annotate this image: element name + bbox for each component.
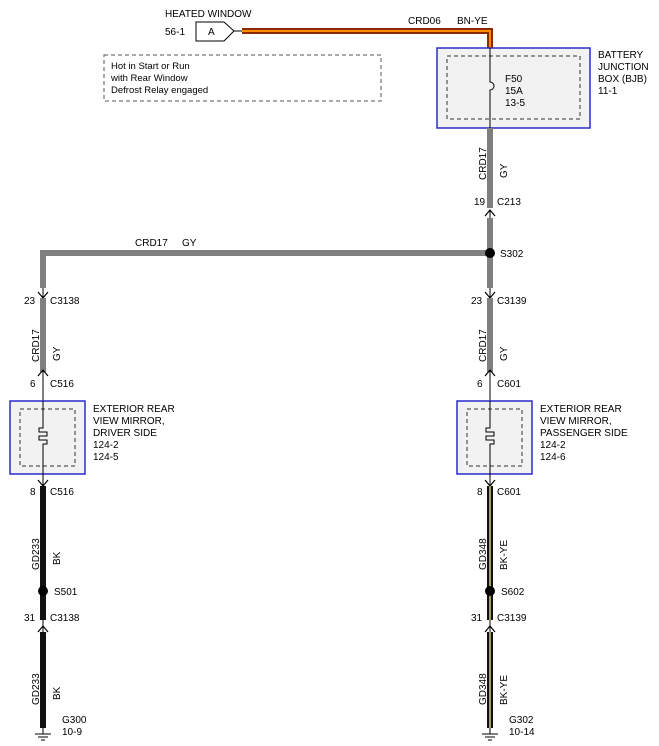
right-mirror-ref-1: 124-2 (540, 440, 566, 451)
left-mirror-title-1: EXTERIOR REAR (93, 404, 175, 415)
left-c516-out-symbol (37, 474, 49, 487)
wire-crd17-main-circuit: CRD17 (478, 147, 489, 180)
left-ground-name: G300 (62, 715, 87, 726)
left-wire2-circuit: GD233 (31, 538, 42, 570)
right-wire3-color: BK-YE (499, 675, 510, 705)
left-mirror-ref-2: 124-5 (93, 452, 119, 463)
wire-crd06-circuit: CRD06 (408, 16, 441, 27)
left-wire1-circuit: CRD17 (31, 329, 42, 362)
left-wire3-circuit: GD233 (31, 673, 42, 705)
left-c3138-top-name: C3138 (50, 296, 80, 307)
left-c516-in-pin: 6 (30, 379, 36, 390)
left-mirror-box (9, 400, 86, 475)
fuse-name: F50 (505, 74, 523, 85)
note-line-3: Defrost Relay engaged (111, 85, 208, 96)
right-heater-element-icon (485, 401, 495, 474)
left-c3138-bot-pin: 31 (24, 613, 36, 624)
right-ground-ref: 10-14 (509, 727, 535, 738)
right-mirror-box (456, 400, 533, 475)
left-heater-element-icon (38, 401, 48, 474)
connector-a-letter: A (208, 27, 215, 38)
bjb-title-2: JUNCTION (598, 62, 649, 73)
bjb-inner (446, 55, 581, 120)
left-c3138-top-symbol (37, 288, 49, 299)
left-c516-in-symbol (37, 369, 49, 401)
right-mirror-title-2: VIEW MIRROR, (540, 416, 612, 427)
right-c3139-bot-pin: 31 (471, 613, 483, 624)
right-c3139-top-symbol (484, 288, 496, 299)
left-mirror-title-2: VIEW MIRROR, (93, 416, 165, 427)
right-ground-name: G302 (509, 715, 534, 726)
bjb-title-3: BOX (BJB) (598, 74, 647, 85)
splice-s302-label: S302 (500, 249, 524, 260)
wire-crd06 (242, 28, 493, 48)
right-ground-icon (482, 728, 498, 741)
splice-s501 (38, 586, 48, 596)
right-wire2-color: BK-YE (499, 540, 510, 570)
bjb-box (436, 47, 591, 129)
right-c3139-bot-name: C3139 (497, 613, 527, 624)
note-box (103, 54, 382, 102)
left-c516-out-name: C516 (50, 487, 74, 498)
right-wire1-color: GY (499, 346, 510, 361)
right-c3139-top-pin: 23 (471, 296, 483, 307)
right-c3139-bot-symbol (484, 620, 496, 633)
right-wire1-circuit: CRD17 (478, 329, 489, 362)
fuse-f50-symbol (489, 48, 495, 128)
splice-s501-label: S501 (54, 587, 78, 598)
fuse-ref: 13-5 (505, 98, 525, 109)
wire-crd17-main-color: GY (499, 163, 510, 178)
c213-name: C213 (497, 197, 521, 208)
right-c601-in-name: C601 (497, 379, 521, 390)
right-c601-in-symbol (484, 369, 496, 401)
right-c601-in-pin: 6 (477, 379, 483, 390)
source-title: HEATED WINDOW (165, 9, 252, 20)
left-wire2-color: BK (52, 551, 63, 565)
wire-horizontal-circuit: CRD17 (135, 238, 168, 249)
right-mirror-title-1: EXTERIOR REAR (540, 404, 622, 415)
right-c601-out-name: C601 (497, 487, 521, 498)
right-mirror-ref-2: 124-6 (540, 452, 566, 463)
fuse-rating: 15A (505, 86, 523, 97)
note-line-1: Hot in Start or Run (111, 61, 190, 72)
left-wire3-color: BK (52, 686, 63, 700)
source-ref: 56-1 (165, 27, 185, 38)
c213-connector-symbol (484, 209, 496, 218)
splice-s302 (485, 248, 495, 258)
splice-s602 (485, 586, 495, 596)
right-c3139-top-name: C3139 (497, 296, 527, 307)
left-c516-out-pin: 8 (30, 487, 36, 498)
bjb-ref: 11-1 (598, 86, 618, 97)
left-c516-in-name: C516 (50, 379, 74, 390)
note-line-2: with Rear Window (110, 73, 188, 84)
left-c3138-bot-symbol (37, 620, 49, 633)
right-wire2-circuit: GD348 (478, 538, 489, 570)
wire-horizontal-color: GY (182, 238, 197, 249)
left-mirror-ref-1: 124-2 (93, 440, 119, 451)
right-mirror-title-3: PASSENGER SIDE (540, 428, 628, 439)
connector-a-arrow: A (195, 21, 235, 42)
bjb-title-1: BATTERY (598, 50, 644, 61)
wire-crd06-color: BN-YE (457, 16, 488, 27)
left-ground-ref: 10-9 (62, 727, 82, 738)
left-ground-icon (35, 728, 51, 741)
left-mirror-title-3: DRIVER SIDE (93, 428, 157, 439)
right-c601-out-symbol (484, 474, 496, 487)
c213-pin: 19 (474, 197, 486, 208)
left-c3138-bot-name: C3138 (50, 613, 80, 624)
left-c3138-top-pin: 23 (24, 296, 36, 307)
splice-s602-label: S602 (501, 587, 525, 598)
wire-crd17-horizontal (40, 250, 490, 288)
right-wire3-circuit: GD348 (478, 673, 489, 705)
right-c601-out-pin: 8 (477, 487, 483, 498)
left-wire1-color: GY (52, 346, 63, 361)
